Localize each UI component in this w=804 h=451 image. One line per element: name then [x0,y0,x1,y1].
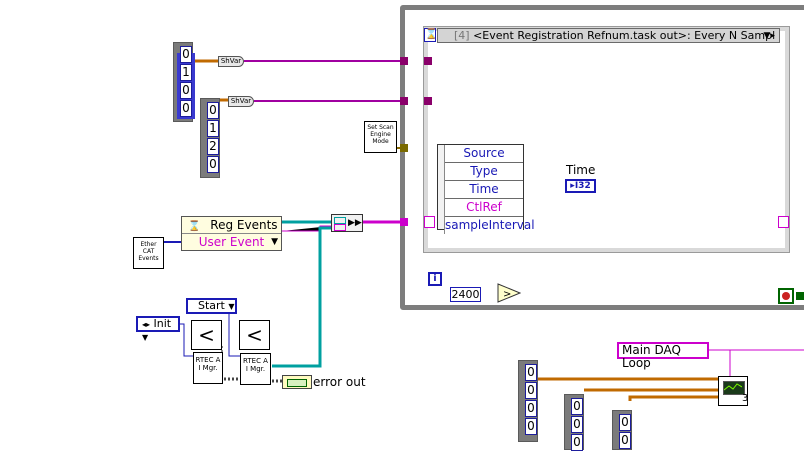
array-4-cell: 0 [571,434,583,451]
array-1-cell: 0 [180,82,192,99]
event-case-selector[interactable]: [4] <Event Registration Refnum.task out>… [437,28,780,43]
rtec-vi-2-group[interactable]: < RTEC A I Mgr. [237,318,272,386]
dynamic-event-terminal-right [778,216,789,228]
set-scan-engine-mode-label: Set Scan Engine Mode [367,124,394,145]
stop-condition-terminal[interactable] [778,288,794,304]
shvar-label: ShVar [230,97,252,105]
array-5-cell: 0 [619,414,631,431]
array-1-cell: 0 [180,100,192,117]
shvar-event-tunnel-2 [424,97,432,105]
array-5-cell: 0 [619,432,631,449]
shvar-label: ShVar [220,57,242,65]
shvar-tunnel-2 [400,97,408,105]
array-4-cell: 0 [571,398,583,415]
dropdown-arrow-icon: ▼▸ [763,31,775,41]
reg-events-icon: ⌛ [188,221,201,232]
error-out-label: error out [313,375,366,389]
stop-icon [782,292,790,300]
array-constant-2[interactable]: 0 1 2 0 [200,98,220,178]
event-data-sample-interval: sampleInterval [445,218,535,232]
rtec-vi-1-group[interactable]: < RTEC A I Mgr. [189,318,224,384]
rtec-2-top-icon: < [239,320,270,350]
event-data-ctlref: CtlRef [445,199,523,217]
main-daq-loop-label: Main DAQ Loop [622,343,681,370]
array-3-cell: 0 [525,400,537,417]
dropdown-arrow-icon: ▼ [228,302,235,311]
array-3-cell: 0 [525,418,537,435]
case-label: <Event Registration Refnum.task out>: Ev… [473,29,776,42]
array-3-cell: 0 [525,382,537,399]
bundle-node[interactable]: ▶▶ [331,214,363,232]
svg-text:>: > [503,289,511,300]
array-constant-5[interactable]: 0 0 [612,410,632,450]
loop-output-tunnel [796,292,804,300]
rtec-vi-2: RTEC A I Mgr. [240,353,271,385]
ethercat-events-label: Ether CAT Events [138,241,159,262]
rtec-1-top-icon: < [191,320,222,350]
daq-sub-vi-suffix: 3 [742,393,749,404]
init-left-arrow-icon: ◂▸ [142,320,151,329]
shvar-event-tunnel-1 [424,57,432,65]
reg-events-node[interactable]: ⌛ Reg Events User Event ▼ [181,216,282,251]
reg-events-item[interactable]: User Event ▼ [182,234,281,251]
dropdown-arrow-icon: ▼ [142,333,149,342]
array-2-cell: 2 [207,138,219,155]
start-enum-constant[interactable]: Start ▼ [186,298,237,314]
event-data-source: Source [445,145,523,163]
daq-sub-vi[interactable] [718,376,748,406]
array-constant-3[interactable]: 0 0 0 0 [518,360,538,442]
array-1-cell: 0 [180,46,192,63]
start-label: Start [198,299,225,312]
array-2-cell: 0 [207,156,219,173]
iteration-label: i [433,273,437,284]
ethercat-events-vi[interactable]: Ether CAT Events [133,237,164,269]
array-constant-1[interactable]: 0 1 0 0 [173,42,195,122]
set-scan-engine-mode-vi[interactable]: Set Scan Engine Mode [364,121,397,153]
greater-than-icon[interactable]: > [497,283,521,303]
event-timeout-icon: ⌛ [424,28,438,42]
array-2-cell: 0 [207,102,219,119]
shvar-node-1[interactable]: ShVar [218,56,244,67]
event-reg-tunnel [400,218,408,226]
user-event-label: User Event [198,235,265,249]
array-2-cell: 1 [207,120,219,137]
scan-engine-tunnel [400,144,408,152]
rtec-1-label: RTEC A I Mgr. [195,356,221,372]
event-data-type: Type [445,163,523,181]
dynamic-event-terminal-left [424,216,435,228]
case-index: [4] [454,29,470,42]
time-indicator-type: I32 [574,181,591,191]
dropdown-arrow-icon: ▼ [271,237,278,247]
timeout-value: 2400 [451,288,480,301]
rtec-vi-1: RTEC A I Mgr. [193,352,223,384]
error-cluster-icon [287,379,307,387]
array-3-cell: 0 [525,364,537,381]
shvar-tunnel-1 [400,57,408,65]
shvar-node-2[interactable]: ShVar [228,96,254,107]
array-4-cell: 0 [571,416,583,433]
event-data-time: Time [445,181,523,199]
timeout-constant[interactable]: 2400 [450,287,481,302]
init-enum-constant[interactable]: ◂▸ Init ▼ [136,316,180,342]
reg-events-header: ⌛ Reg Events [182,217,281,234]
time-indicator-label: Time [566,163,596,177]
array-constant-4[interactable]: 0 0 0 [564,394,584,451]
rtec-2-label: RTEC A I Mgr. [243,357,268,373]
reg-events-title: Reg Events [210,218,278,232]
time-indicator[interactable]: ▸I32 [565,179,596,193]
main-daq-loop-constant[interactable]: Main DAQ Loop [617,342,709,370]
iteration-terminal: i [428,272,442,286]
array-1-cell: 1 [180,64,192,81]
init-label: Init [153,317,172,330]
event-data-node[interactable]: Source Type Time CtlRef sampleInterval [437,144,535,234]
bundle-icon [334,217,346,224]
error-out-indicator[interactable] [282,375,312,389]
